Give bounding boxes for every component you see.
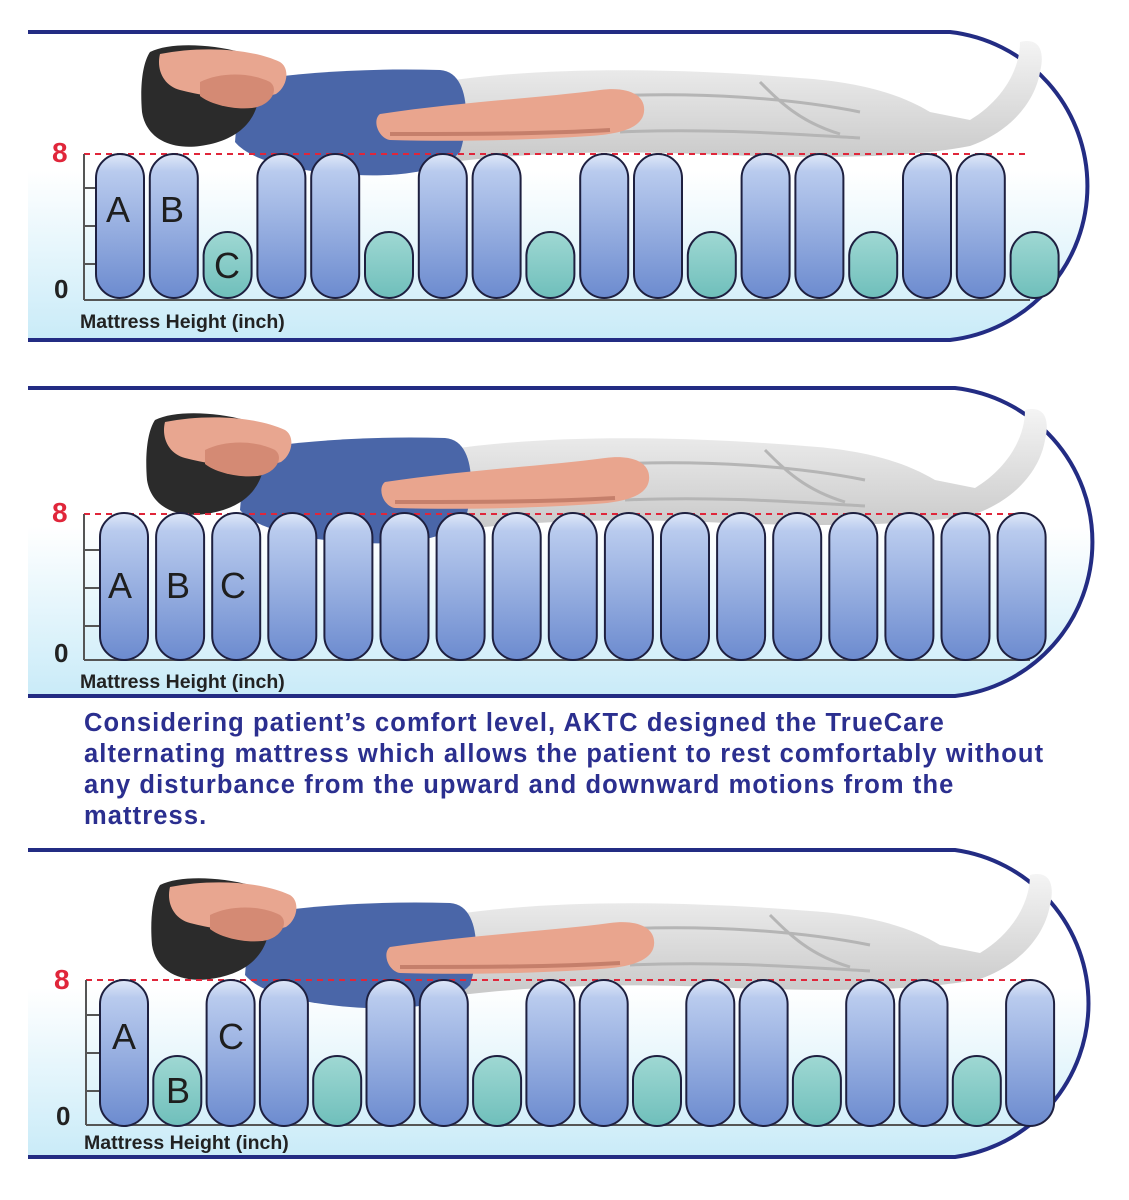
cell-label-b: B [160,189,184,230]
mattress-panel-phase-2: 8 0 Mattress Height (inch) A B C [0,380,1129,710]
cell-label-a: A [108,565,132,606]
air-cells [99,979,1056,1127]
axis-max-label: 8 [54,964,70,995]
air-cell-inflated [902,153,952,299]
mattress-diagram: 8 0 Mattress Height (inch) A B C [28,30,1090,342]
air-cell-inflated [1005,979,1056,1127]
cell-label-b: B [166,565,190,606]
air-cell-inflated [323,512,374,661]
mattress-diagram: 8 0 Mattress Height (inch) A B C [28,848,1091,1159]
air-cell-inflated [155,512,206,661]
cell-label-c: C [220,565,246,606]
air-cell-deflated [1009,231,1060,299]
air-cell-inflated [884,512,935,661]
air-cell-inflated [633,153,683,299]
description-caption: Considering patient’s comfort level, AKT… [84,709,1045,830]
mattress-panel-phase-3: 8 0 Mattress Height (inch) A B C [0,845,1129,1175]
air-cell-inflated [205,979,256,1127]
air-cell-deflated [472,1055,523,1127]
axis-min-label: 0 [56,1101,70,1131]
mattress-diagram: 8 0 Mattress Height (inch) A B C [28,386,1095,698]
axis-title: Mattress Height (inch) [80,311,285,333]
air-cell-inflated [417,153,468,299]
air-cell-deflated [686,231,737,299]
cell-label-a: A [112,1016,136,1057]
air-cell-inflated [603,512,654,661]
air-cell-inflated [578,979,629,1127]
cell-label-b: B [166,1070,190,1111]
air-cell-inflated [256,153,307,299]
air-cell-inflated [685,979,736,1127]
air-cell-inflated [525,979,576,1127]
air-cell-inflated [471,153,522,299]
air-cell-inflated [267,512,318,661]
air-cell-inflated [95,153,145,299]
air-cell-inflated [940,512,991,661]
air-cell-inflated [365,979,416,1127]
air-cell-inflated [828,512,879,661]
axis-min-label: 0 [54,274,68,304]
air-cell-inflated [716,512,767,661]
air-cell-inflated [955,153,1006,299]
air-cell-deflated [951,1055,1002,1127]
air-cell-inflated [148,153,199,299]
air-cell-deflated [152,1055,203,1127]
air-cell-deflated [525,231,576,299]
axis-min-label: 0 [54,638,68,668]
air-cell-inflated [379,512,430,661]
air-cell-inflated [996,512,1047,661]
air-cell-deflated [364,231,414,299]
air-cell-inflated [740,153,791,299]
air-cell-inflated [738,979,789,1127]
air-cells [99,512,1047,661]
air-cell-deflated [202,231,253,299]
air-cell-inflated [418,979,469,1127]
air-cell-inflated [310,153,361,299]
air-cell-inflated [794,153,845,299]
axis-title: Mattress Height (inch) [84,1132,289,1154]
air-cell-inflated [211,512,262,661]
air-cell-deflated [791,1055,842,1127]
axis-title: Mattress Height (inch) [80,671,285,693]
air-cell-inflated [845,979,896,1127]
air-cell-inflated [547,512,598,661]
mattress-panel-phase-1: 8 0 Mattress Height (inch) A B C [0,0,1129,350]
air-cell-inflated [258,979,309,1127]
air-cell-inflated [435,512,486,661]
cell-label-c: C [214,245,240,286]
air-cell-inflated [660,512,710,661]
air-cell-inflated [579,153,630,299]
air-cell-inflated [99,979,149,1127]
axis-max-label: 8 [52,497,68,528]
air-cell-inflated [898,979,949,1127]
air-cell-inflated [772,512,823,661]
air-cell-inflated [491,512,542,661]
air-cell-deflated [848,231,899,299]
air-cell-deflated [312,1055,363,1127]
air-cell-inflated [99,512,149,661]
air-cell-deflated [632,1055,682,1127]
air-cells [95,153,1060,299]
cell-label-c: C [218,1016,244,1057]
axis-max-label: 8 [52,137,68,168]
cell-label-a: A [106,189,130,230]
